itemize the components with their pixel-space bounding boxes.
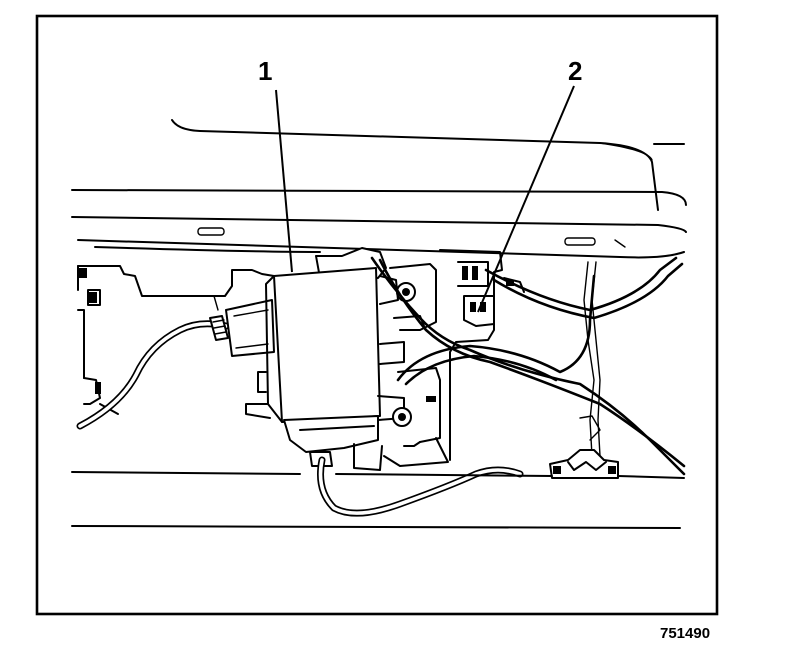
upper-trim-panel [71,119,687,259]
callout-label-2: 2 [568,56,582,86]
main-wire-harness [370,256,686,476]
figure-frame [35,14,719,616]
callout-label-1: 1 [258,56,272,86]
control-module [245,247,405,471]
left-bracket [77,265,275,415]
figure-id: 751490 [660,625,710,642]
lower-wire [317,456,524,517]
harness-clip [549,449,619,479]
leader-line-2 [477,85,575,313]
left-wire-harness [76,299,275,430]
lower-sill [71,471,685,529]
leader-line-1 [275,89,293,273]
